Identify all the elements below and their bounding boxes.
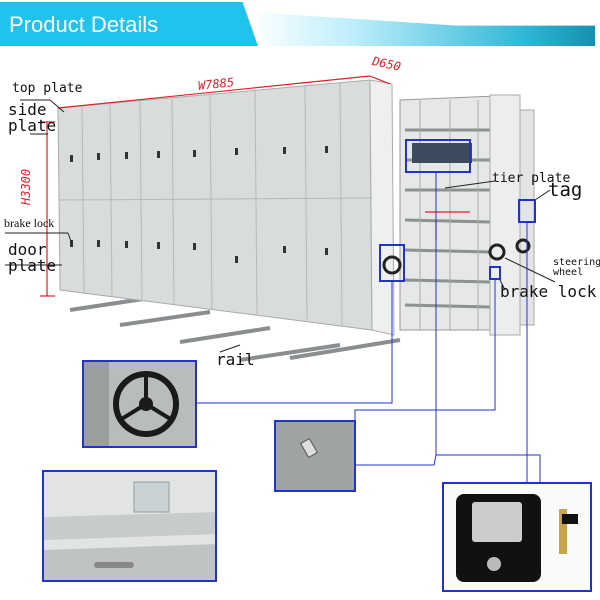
banner-left [0,2,258,46]
label-tier-plate: tier plate [492,171,571,186]
label-door-plate: door [8,240,47,259]
label-door-plate-2: plate [8,256,57,275]
dimension-lines [40,75,470,297]
steering-wheel-photo [82,360,197,448]
header-banner: Product Details [0,0,600,48]
label-steering-wheel-2: wheel [553,267,584,278]
callout-lines [197,172,541,482]
page-title: Product Details [9,12,159,37]
tier-plate-photo [42,470,217,582]
door-lock-photo [442,482,592,592]
steering-wheel-icon [382,255,402,275]
label-side-plate: side [8,100,47,119]
closed-cabinets [57,79,373,331]
label-brake-lock-right: brake lock [500,282,597,301]
height-dimension: H3300 [19,168,33,205]
label-steering-wheel: steering [553,257,600,268]
label-rail: rail [216,350,255,369]
label-top-plate: top plate [12,81,83,96]
label-side-plate-2: plate [8,116,57,135]
brake-lock-photo [274,420,356,492]
label-tag: tag [548,179,583,201]
label-brake-lock-left: brake lock [4,216,55,230]
